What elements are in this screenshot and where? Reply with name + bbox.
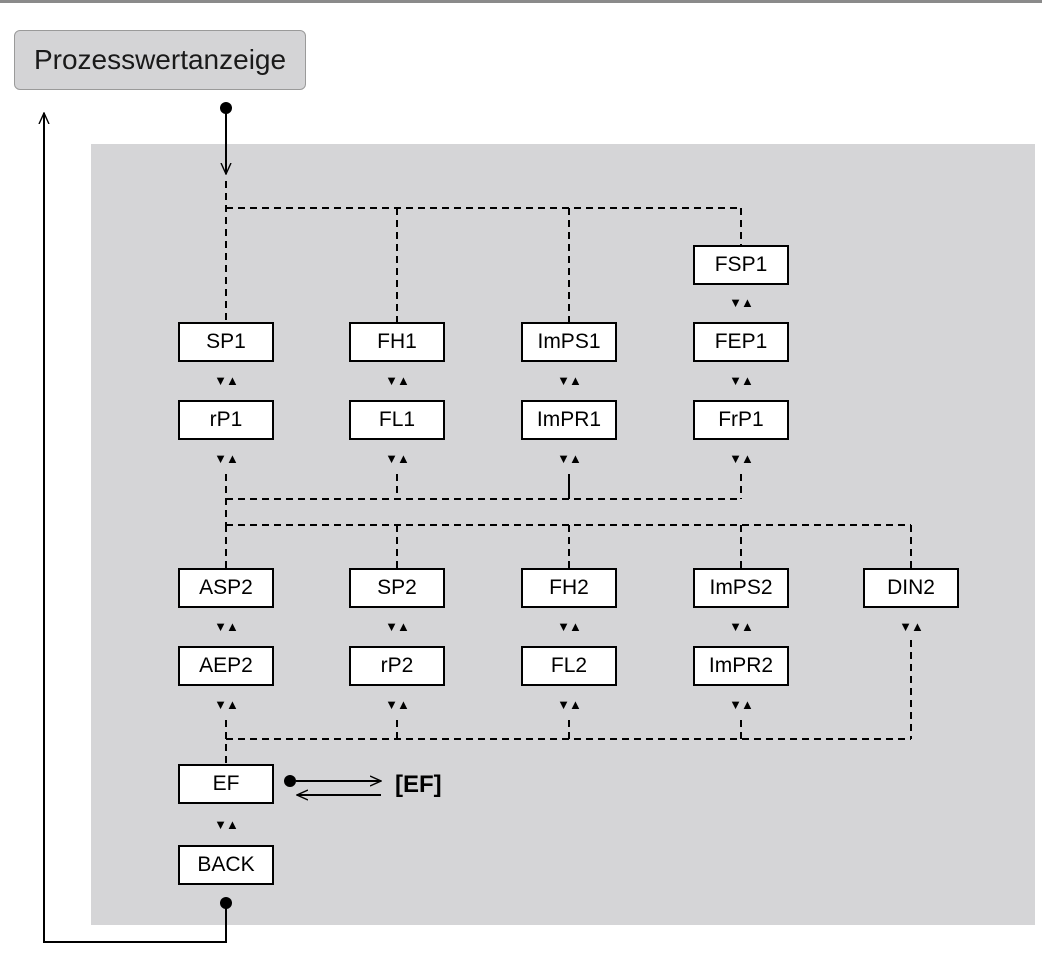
nav-arrows: ▼▲	[214, 697, 239, 712]
nav-arrows: ▼▲	[557, 451, 582, 466]
menu-item-aep2[interactable]: AEP2	[178, 646, 274, 686]
menu-item-sp2[interactable]: SP2	[349, 568, 445, 608]
menu-item-fsp1[interactable]: FSP1	[693, 245, 789, 285]
menu-item-fep1[interactable]: FEP1	[693, 322, 789, 362]
ef-dot	[284, 775, 296, 787]
return-arrow	[44, 113, 227, 943]
menu-item-fl2[interactable]: FL2	[521, 646, 617, 686]
menu-item-fl1[interactable]: FL1	[349, 400, 445, 440]
nav-arrows: ▼▲	[729, 697, 754, 712]
nav-arrows: ▼▲	[385, 697, 410, 712]
menu-item-rp1[interactable]: rP1	[178, 400, 274, 440]
nav-arrows: ▼▲	[214, 817, 239, 832]
menu-item-sp1[interactable]: SP1	[178, 322, 274, 362]
nav-arrows: ▼▲	[385, 451, 410, 466]
nav-arrows: ▼▲	[385, 373, 410, 388]
menu-item-din2[interactable]: DIN2	[863, 568, 959, 608]
menu-item-frp1[interactable]: FrP1	[693, 400, 789, 440]
nav-arrows: ▼▲	[729, 451, 754, 466]
menu-item-impr2[interactable]: ImPR2	[693, 646, 789, 686]
nav-arrows: ▼▲	[729, 295, 754, 310]
nav-arrows: ▼▲	[214, 451, 239, 466]
menu-item-ef[interactable]: EF	[178, 764, 274, 804]
start-dot	[220, 102, 232, 114]
nav-arrows: ▼▲	[729, 373, 754, 388]
menu-item-fh2[interactable]: FH2	[521, 568, 617, 608]
nav-arrows: ▼▲	[557, 697, 582, 712]
menu-item-impr1[interactable]: ImPR1	[521, 400, 617, 440]
menu-item-imps2[interactable]: ImPS2	[693, 568, 789, 608]
nav-arrows: ▼▲	[899, 619, 924, 634]
end-dot	[220, 897, 232, 909]
menu-item-rp2[interactable]: rP2	[349, 646, 445, 686]
process-value-display-button[interactable]: Prozesswertanzeige	[14, 30, 306, 90]
ef-submenu-label: [EF]	[395, 771, 442, 798]
nav-arrows: ▼▲	[385, 619, 410, 634]
menu-item-fh1[interactable]: FH1	[349, 322, 445, 362]
nav-arrows: ▼▲	[557, 619, 582, 634]
menu-item-back[interactable]: BACK	[178, 845, 274, 885]
nav-arrows: ▼▲	[557, 373, 582, 388]
top-rule	[0, 0, 1042, 3]
nav-arrows: ▼▲	[214, 373, 239, 388]
menu-item-asp2[interactable]: ASP2	[178, 568, 274, 608]
nav-arrows: ▼▲	[214, 619, 239, 634]
nav-arrows: ▼▲	[729, 619, 754, 634]
menu-item-imps1[interactable]: ImPS1	[521, 322, 617, 362]
